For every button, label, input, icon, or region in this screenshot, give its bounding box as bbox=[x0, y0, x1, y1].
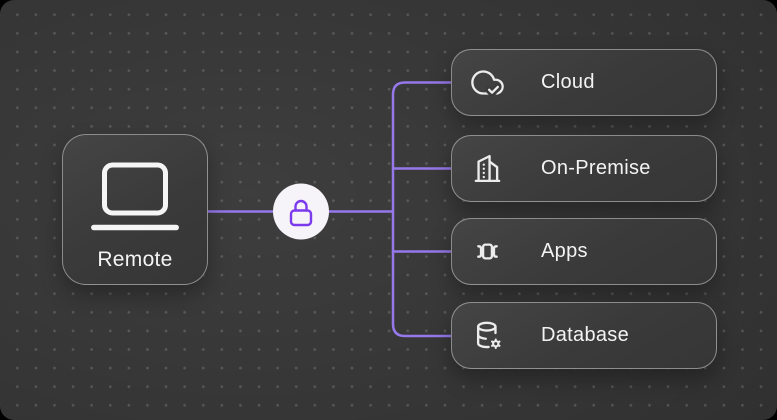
node-database-label: Database bbox=[541, 324, 630, 346]
laptop-icon bbox=[91, 162, 179, 231]
node-remote: Remote bbox=[62, 134, 208, 285]
node-cloud-label: Cloud bbox=[541, 71, 595, 93]
node-apps: Apps bbox=[451, 218, 717, 285]
trunk-line bbox=[391, 81, 453, 338]
node-on-premise: On-Premise bbox=[451, 135, 717, 202]
cloud-check-icon bbox=[471, 70, 504, 97]
node-database: Database bbox=[451, 302, 717, 369]
lock-icon bbox=[289, 199, 313, 227]
node-cloud: Cloud bbox=[451, 49, 717, 116]
node-remote-label: Remote bbox=[97, 248, 173, 271]
database-gear-icon bbox=[476, 321, 501, 350]
node-apps-label: Apps bbox=[541, 240, 588, 262]
building-icon bbox=[474, 154, 501, 183]
node-on-premise-label: On-Premise bbox=[541, 157, 651, 179]
apps-carousel-icon bbox=[477, 243, 498, 260]
